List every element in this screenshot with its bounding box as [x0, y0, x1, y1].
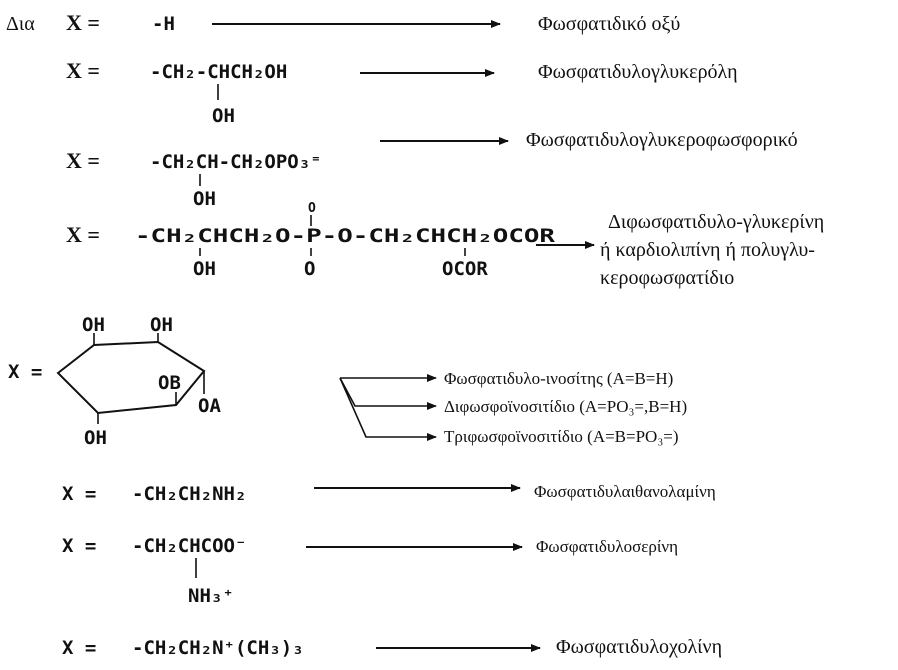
row5-formula: -CH₂CH₂NH₂: [132, 483, 246, 505]
row4-label-line3: κεροφωσφατίδιο: [600, 267, 734, 289]
row4-x: X =: [66, 222, 100, 247]
prefix-text: Δια: [6, 13, 35, 35]
row3-sub: OH: [193, 188, 216, 210]
row3-x: X =: [66, 148, 100, 173]
row4-sub-bottom-p: O: [304, 258, 315, 280]
row2-sub: OH: [212, 105, 235, 127]
row6-label: Φωσφατιδυλοσερίνη: [536, 537, 678, 556]
row1-formula: -H: [152, 13, 175, 35]
inositol-oh2: OH: [150, 314, 173, 336]
inositol-oa: OA: [198, 395, 221, 417]
row6-x: X =: [62, 535, 96, 557]
row3-label: Φωσφατιδυλογλυκεροφωσφορικό: [526, 129, 798, 151]
row4-label-line2: ή καρδιολιπίνη ή πολυγλυ-: [600, 239, 815, 261]
row2-x: X =: [66, 58, 100, 83]
row4-sub-right: OCOR: [442, 258, 488, 280]
branch-arrow-3: [339, 377, 437, 441]
row7-formula: -CH₂CH₂N⁺(CH₃)₃: [132, 637, 304, 659]
row2-formula: -CH₂-CHCH₂OH: [150, 61, 287, 83]
inositol-oh3: OH: [84, 427, 107, 449]
inositol-oh1: OH: [82, 314, 105, 336]
row5-label: Φωσφατιδυλαιθανολαμίνη: [534, 482, 716, 501]
inositol-label-2: Διφωσφοϊνοσιτίδιο (A=PO₃=,B=H): [444, 397, 687, 416]
row1-label: Φωσφατιδικό οξύ: [538, 13, 680, 35]
row3-formula: -CH₂CH-CH₂OPO₃⁼: [150, 151, 322, 173]
inositol-x: X =: [8, 361, 42, 383]
row6-sub: NH₃⁺: [188, 585, 234, 607]
row4-label-line1: Διφωσφατιδυλο-γλυκερίνη: [608, 211, 824, 233]
row6-formula: -CH₂CHCOO⁻: [132, 535, 246, 557]
row2-label: Φωσφατιδυλογλυκερόλη: [538, 61, 738, 83]
inositol-label-3: Τριφωσφοϊνοσιτίδιο (A=B=PO₃=): [444, 427, 679, 446]
inositol-ring: [56, 340, 206, 415]
row4-sub-top-p: O: [308, 201, 316, 216]
row4-formula: -CH₂CHCH₂O-P-O-CH₂CHCH₂OCOR: [135, 225, 556, 247]
row4-sub-left: OH: [193, 258, 216, 280]
row7-label: Φωσφατιδυλοχολίνη: [556, 636, 722, 658]
inositol-label-1: Φωσφατιδυλο-ινοσίτης (A=B=H): [444, 369, 673, 388]
row1-x: X =: [66, 10, 100, 35]
inositol-ob: OB: [158, 372, 181, 394]
row5-x: X =: [62, 483, 96, 505]
branch-arrow-2: [339, 377, 437, 410]
row7-x: X =: [62, 637, 96, 659]
